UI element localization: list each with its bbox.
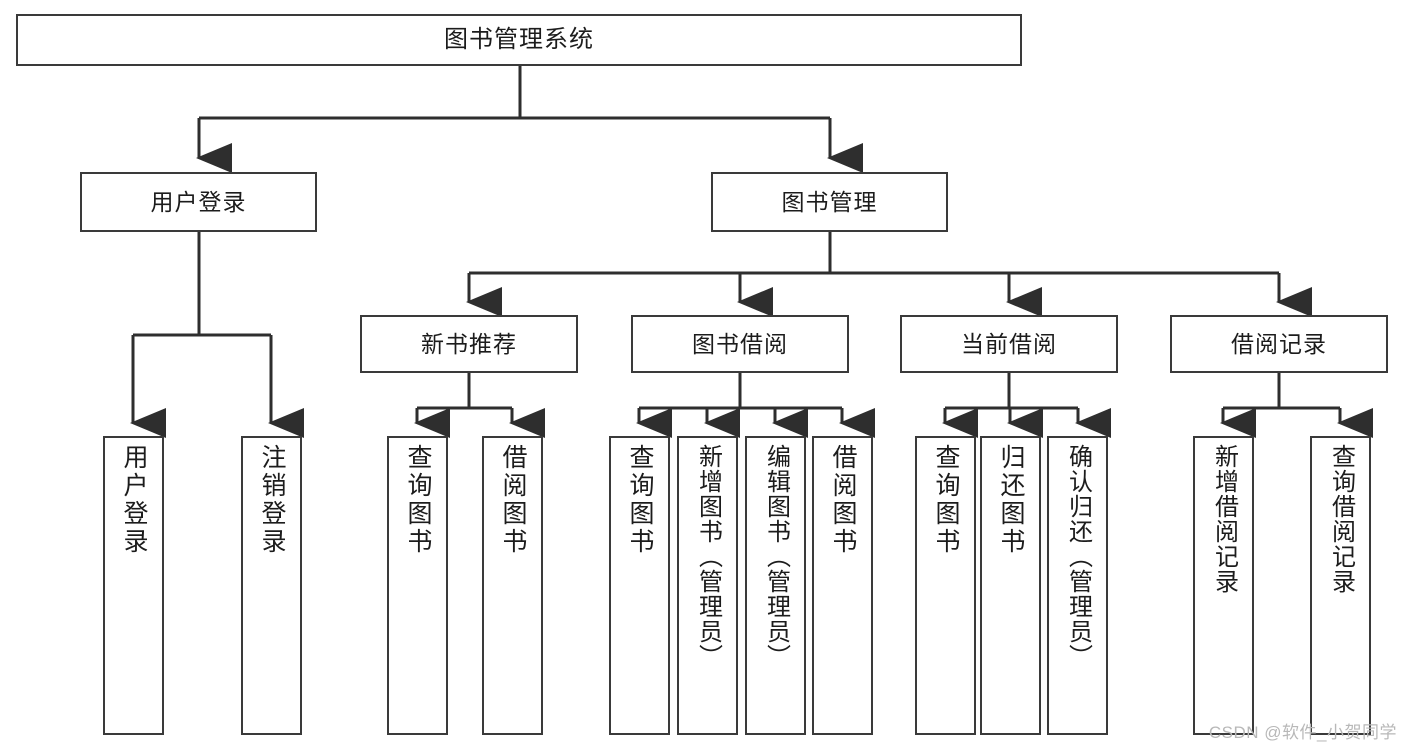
leaf-add-book-admin[interactable]: 新增图书（管理员） <box>677 436 738 735</box>
node-label: 查询借阅记录 <box>1327 444 1355 594</box>
node-label: 图书管理 <box>781 188 878 215</box>
node-label: 注销登录 <box>258 444 286 556</box>
node-label: 用户登录 <box>150 188 247 215</box>
leaf-user-login[interactable]: 用户登录 <box>103 436 164 735</box>
node-book-borrow[interactable]: 图书借阅 <box>631 315 849 373</box>
node-label: 当前借阅 <box>961 330 1057 357</box>
node-label: 查询图书 <box>932 444 960 556</box>
node-current-borrow[interactable]: 当前借阅 <box>900 315 1118 373</box>
leaf-query-borrow-record[interactable]: 查询借阅记录 <box>1310 436 1371 735</box>
node-label: 新书推荐 <box>421 330 517 357</box>
node-label: 借阅记录 <box>1231 330 1327 357</box>
leaf-add-borrow-record[interactable]: 新增借阅记录 <box>1193 436 1254 735</box>
leaf-edit-book-admin[interactable]: 编辑图书（管理员） <box>745 436 806 735</box>
leaf-confirm-return-admin[interactable]: 确认归还（管理员） <box>1047 436 1108 735</box>
leaf-return-book[interactable]: 归还图书 <box>980 436 1041 735</box>
leaf-query-book-recommend[interactable]: 查询图书 <box>387 436 448 735</box>
watermark: CSDN @软件_小贺同学 <box>1208 723 1397 742</box>
node-label: 借阅图书 <box>829 444 857 556</box>
leaf-query-book-borrow[interactable]: 查询图书 <box>609 436 670 735</box>
node-label: 新增借阅记录 <box>1210 444 1238 594</box>
node-label: 查询图书 <box>404 444 432 556</box>
node-label: 确认归还（管理员） <box>1064 444 1092 669</box>
node-label: 用户登录 <box>120 444 148 556</box>
node-label: 编辑图书（管理员） <box>762 444 790 669</box>
node-label: 图书借阅 <box>692 330 788 357</box>
node-book-management[interactable]: 图书管理 <box>711 172 948 232</box>
node-label: 归还图书 <box>997 444 1025 556</box>
leaf-borrow-book-recommend[interactable]: 借阅图书 <box>482 436 543 735</box>
node-label: 查询图书 <box>626 444 654 556</box>
node-label: 借阅图书 <box>499 444 527 556</box>
node-new-book-recommend[interactable]: 新书推荐 <box>360 315 578 373</box>
node-label: 新增图书（管理员） <box>694 444 722 669</box>
node-borrow-record[interactable]: 借阅记录 <box>1170 315 1388 373</box>
node-root-book-management-system[interactable]: 图书管理系统 <box>16 14 1022 66</box>
leaf-borrow-book[interactable]: 借阅图书 <box>812 436 873 735</box>
leaf-query-book-current[interactable]: 查询图书 <box>915 436 976 735</box>
node-label: 图书管理系统 <box>444 26 594 54</box>
node-user-login[interactable]: 用户登录 <box>80 172 317 232</box>
leaf-logout[interactable]: 注销登录 <box>241 436 302 735</box>
